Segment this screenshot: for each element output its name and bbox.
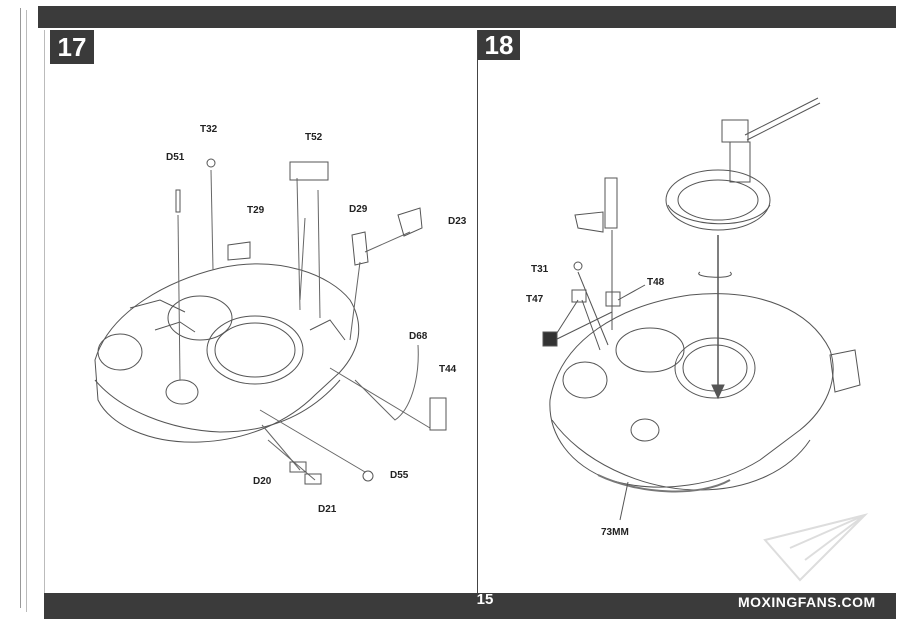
part-label: D55 bbox=[390, 470, 409, 481]
turret-step-18 bbox=[549, 293, 861, 493]
step-number-18: 18 bbox=[478, 30, 520, 60]
part-label: T29 bbox=[247, 205, 265, 216]
part-label: T44 bbox=[439, 364, 457, 375]
page-edges bbox=[26, 10, 37, 612]
part-label: D21 bbox=[318, 504, 337, 515]
part-label: D51 bbox=[166, 152, 185, 163]
part-label: T31 bbox=[531, 264, 549, 275]
page-edges bbox=[20, 8, 37, 608]
page-divider bbox=[477, 30, 478, 593]
part-label: D23 bbox=[448, 216, 467, 227]
footer-bar bbox=[44, 593, 896, 619]
part-label: D20 bbox=[253, 476, 272, 487]
part-label: D68 bbox=[409, 331, 428, 342]
part-label: T48 bbox=[647, 277, 665, 288]
part-label: 73MM bbox=[601, 527, 629, 538]
top-bar bbox=[38, 6, 896, 28]
cupola-with-mg bbox=[665, 97, 821, 231]
page-number: 15 bbox=[476, 591, 494, 608]
part-label: T52 bbox=[305, 132, 323, 143]
step-number-17: 17 bbox=[50, 30, 94, 64]
turret-step-17 bbox=[94, 241, 360, 443]
part-label: T32 bbox=[200, 124, 218, 135]
part-label: T47 bbox=[526, 294, 544, 305]
watermark-text: MOXINGFANS.COM bbox=[738, 594, 876, 610]
part-label: D29 bbox=[349, 204, 368, 215]
paper-plane-logo bbox=[763, 513, 869, 582]
